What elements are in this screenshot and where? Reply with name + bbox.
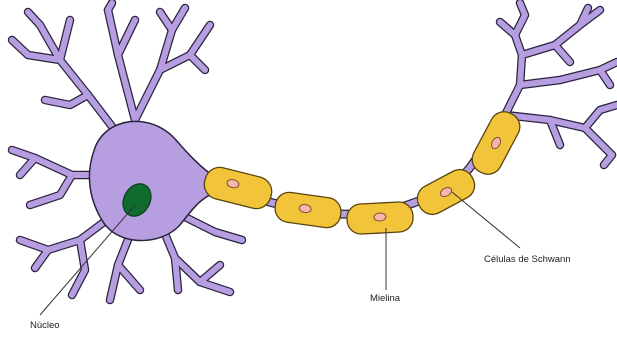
schwann-cells [201,107,525,235]
schwann-cell [346,201,413,234]
label-schwann-cells: Células de Schwann [484,254,571,265]
label-nucleus: Núcleo [30,320,60,331]
soma-and-dendrites [12,3,242,300]
schwann-cell [412,165,479,220]
schwann-cell [467,107,524,179]
label-myelin: Mielina [370,293,401,304]
schwann-cell [201,164,275,212]
leader-line-schwann [452,192,520,248]
schwann-cell [273,191,343,230]
